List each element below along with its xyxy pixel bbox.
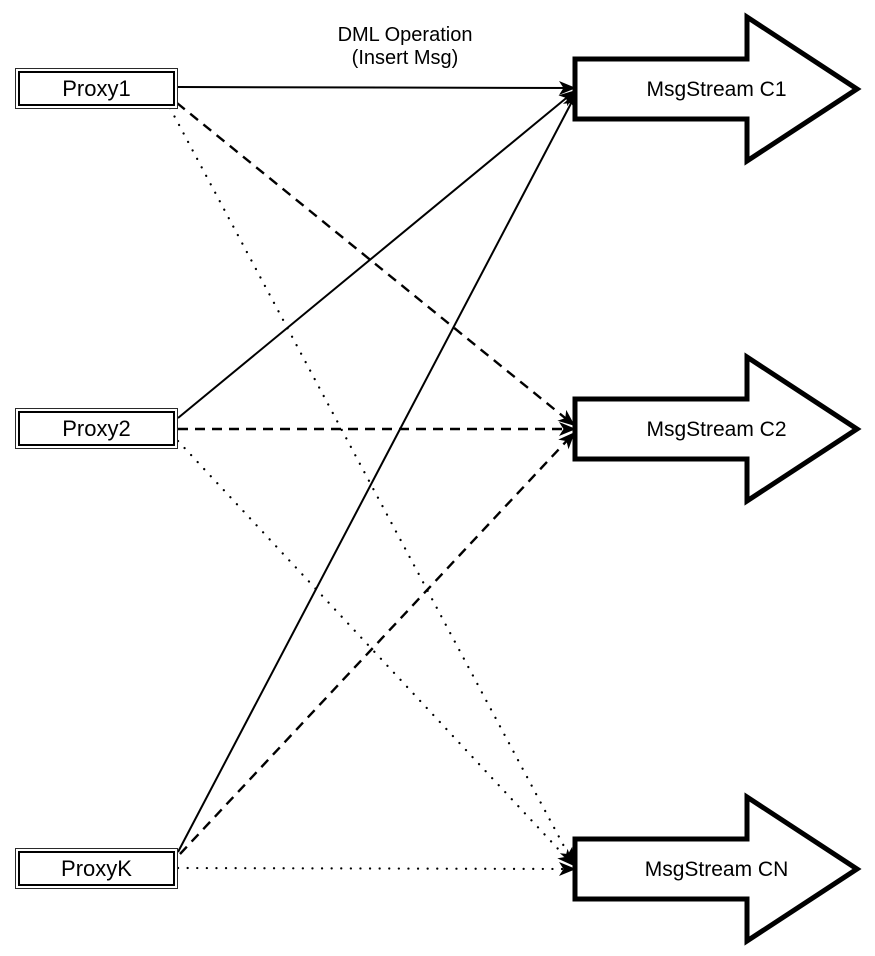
dml-operation-label-line1: DML Operation (337, 24, 473, 46)
msgstream-c1-label: MsgStream C1 (646, 78, 787, 101)
edge-proxy1-msgstream-c1 (177, 80, 577, 95)
msgstream-c1-arrow-shape (572, 12, 862, 166)
proxyk-label: ProxyK (61, 855, 132, 881)
msgstream-c2-arrow-shape (572, 352, 862, 506)
proxyk-node: ProxyK (15, 848, 178, 889)
dml-operation-label: DML Operation (Insert Msg) (285, 24, 525, 70)
edge-proxy1-msgstream-c2 (176, 102, 576, 427)
edge-proxy2-msgstream-c1 (177, 89, 577, 419)
msgstream-cn-arrow-shape (572, 792, 862, 946)
proxy2-node: Proxy2 (15, 408, 178, 449)
proxy1-node: Proxy1 (15, 68, 178, 109)
proxy1-label: Proxy1 (62, 75, 131, 101)
proxy1-node-inner: Proxy1 (18, 71, 175, 106)
dml-operation-label-line2: (Insert Msg) (351, 47, 459, 69)
proxy2-label: Proxy2 (62, 415, 131, 441)
edge-proxyk-msgstream-c1 (177, 91, 578, 853)
msgstream-cn-label: MsgStream CN (644, 858, 789, 881)
edge-proxy1-msgstream-cn (168, 106, 576, 867)
proxy2-node-inner: Proxy2 (18, 411, 175, 446)
edge-proxyk-msgstream-cn (176, 861, 578, 876)
proxyk-node-inner: ProxyK (18, 851, 175, 886)
msgstream-c2-label: MsgStream C2 (646, 418, 787, 441)
edge-proxyk-msgstream-c2 (179, 431, 576, 855)
edge-proxy2-msgstream-cn (176, 439, 576, 868)
